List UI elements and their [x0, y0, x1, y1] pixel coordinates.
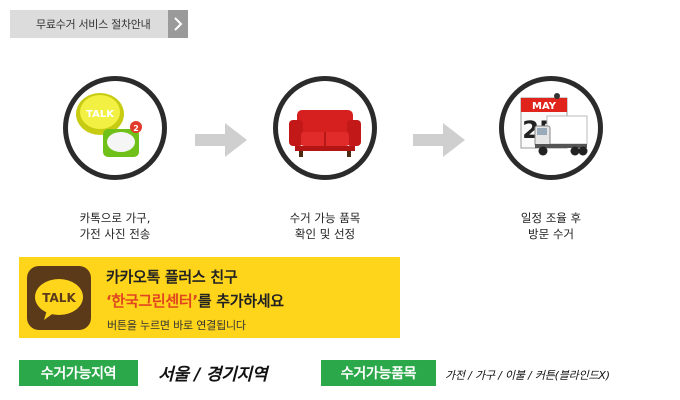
step-label-3: 일정 조율 후 방문 수거: [481, 210, 621, 242]
kakao-logo-text: TALK: [42, 291, 76, 305]
region-value: 서울 / 경기지역: [158, 365, 268, 385]
step-label-2: 수거 가능 품목 확인 및 선정: [255, 210, 395, 242]
breadcrumb-label: 무료수거 서비스 절차안내: [36, 18, 151, 31]
sofa-icon: [289, 110, 361, 157]
arrow-right-icon: [195, 123, 247, 157]
calendar-truck-icon: MAY 25: [520, 93, 588, 156]
chat-bubbles-icon: TALK 2: [76, 93, 142, 157]
items-tag: 수거가능품목: [321, 360, 436, 386]
kakao-banner-title: 카카오톡 플러스 친구: [106, 268, 238, 286]
talk-bubble-text: TALK: [86, 109, 115, 120]
kakaotalk-logo-icon: TALK: [27, 266, 91, 330]
items-value: 가전 / 가구 / 이불 / 커튼(블라인드X): [445, 369, 610, 382]
step-circle-2: [273, 76, 377, 180]
channel-name: ‘한국그린센터’: [106, 292, 198, 310]
step-circle-1: TALK 2: [63, 76, 167, 180]
step-label-3-line2: 방문 수거: [528, 227, 574, 241]
step-circle-3: MAY 25: [499, 76, 603, 180]
step-label-1: 카톡으로 가구, 가전 사진 전송: [45, 210, 185, 242]
kakao-banner-hint: 버튼을 누르면 바로 연결됩니다: [107, 319, 246, 332]
breadcrumb[interactable]: 무료수거 서비스 절차안내: [10, 10, 188, 38]
add-instruction: 를 추가하세요: [197, 292, 284, 310]
region-tag: 수거가능지역: [19, 360, 138, 386]
kakao-plus-friend-banner[interactable]: TALK 카카오톡 플러스 친구 ‘한국그린센터’를 추가하세요 버튼을 누르면…: [19, 257, 400, 338]
arrow-right-icon: [413, 123, 465, 157]
kakao-banner-subtitle: ‘한국그린센터’를 추가하세요: [106, 290, 284, 311]
step-label-1-line1: 카톡으로 가구,: [79, 211, 151, 225]
calendar-month: MAY: [532, 101, 557, 112]
chevron-right-icon[interactable]: [168, 10, 188, 38]
step-label-2-line1: 수거 가능 품목: [289, 211, 361, 225]
step-label-1-line2: 가전 사진 전송: [79, 227, 151, 241]
step-label-3-line1: 일정 조율 후: [520, 211, 582, 225]
notification-badge: 2: [133, 124, 139, 133]
step-label-2-line2: 확인 및 선정: [294, 227, 356, 241]
